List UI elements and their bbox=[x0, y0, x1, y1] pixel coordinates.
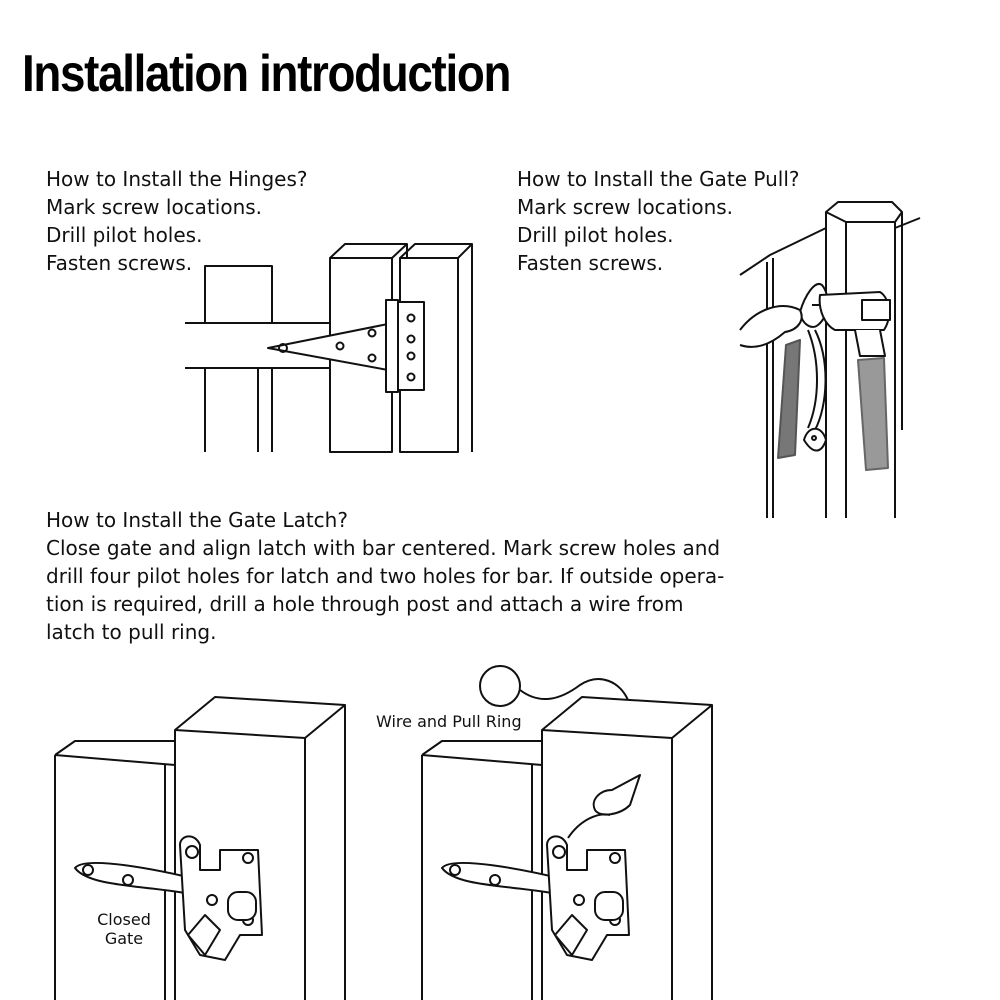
hinges-step: Fasten screws. bbox=[46, 251, 193, 275]
gate-pull-step: Fasten screws. bbox=[517, 251, 664, 275]
hinges-heading: How to Install the Hinges? bbox=[46, 167, 308, 191]
gate-latch-instructions: How to Install the Gate Latch? Close gat… bbox=[46, 506, 726, 646]
hinges-step: Mark screw locations. bbox=[46, 195, 263, 219]
hinge-illustration bbox=[185, 243, 473, 453]
latch-closed-illustration bbox=[54, 696, 346, 1000]
hinges-step: Drill pilot holes. bbox=[46, 223, 203, 247]
gate-pull-heading: How to Install the Gate Pull? bbox=[517, 167, 800, 191]
gate-latch-body: Close gate and align latch with bar cent… bbox=[46, 536, 725, 644]
hinges-instructions: How to Install the Hinges? Mark screw lo… bbox=[46, 165, 307, 277]
gate-pull-step: Mark screw locations. bbox=[517, 195, 734, 219]
gate-pull-step: Drill pilot holes. bbox=[517, 223, 674, 247]
wire-pull-ring-label: Wire and Pull Ring bbox=[376, 712, 522, 731]
page-title: Installation introduction bbox=[22, 45, 511, 103]
latch-wire-illustration bbox=[421, 665, 713, 1000]
gate-latch-heading: How to Install the Gate Latch? bbox=[46, 508, 348, 532]
closed-gate-line: Gate bbox=[104, 929, 144, 948]
gate-pull-instructions: How to Install the Gate Pull? Mark screw… bbox=[517, 165, 800, 277]
closed-gate-label: Closed Gate bbox=[88, 910, 160, 948]
gate-pull-illustration bbox=[739, 201, 921, 518]
closed-gate-line: Closed bbox=[97, 910, 151, 929]
